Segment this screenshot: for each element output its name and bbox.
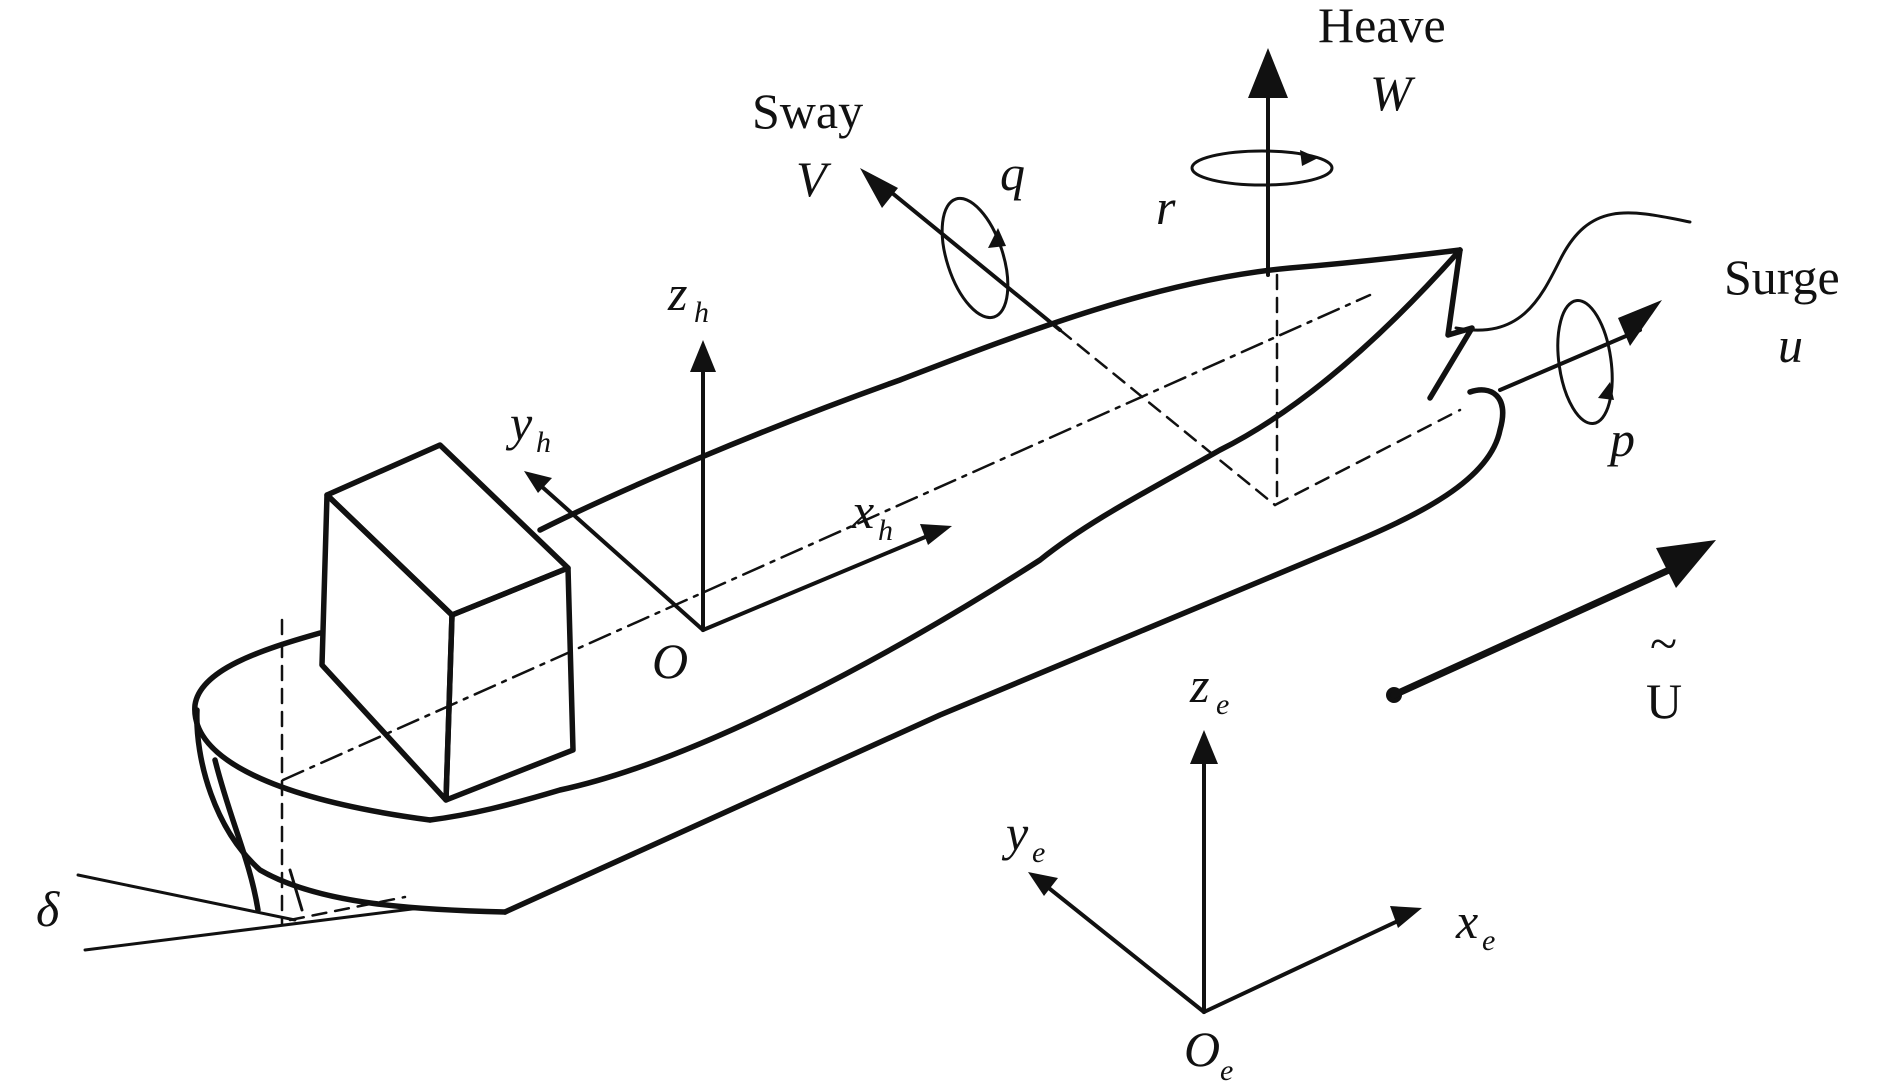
xe-label: x [1455,893,1478,949]
stern-lower [194,707,508,915]
bow-bulb [1337,387,1506,551]
centreline-group [281,273,1462,782]
roll-rotation-ring [1556,298,1614,426]
bow-stem [1427,247,1475,401]
ye-axis-line [1043,883,1206,1014]
yaw-rotation-ring [1190,149,1334,187]
rudder-base-dashed [288,895,407,922]
hull-centreline [281,293,1372,782]
velocity-accent: ~ [1650,615,1677,671]
velocity-line [1390,561,1684,699]
sway-arrow-head [860,168,898,208]
deck-edge-starboard [427,247,1463,823]
ze-label: z [1189,657,1209,713]
heave-variable: W [1370,65,1416,121]
surge-label: Surge [1724,249,1840,305]
xe-arrow-head [1390,906,1422,928]
xh-subscript: h [878,514,893,547]
yh-arrow-head [524,471,552,493]
bow-bottom-dashed [1273,408,1462,507]
surge-axis-line [1498,328,1642,392]
box-front [443,565,576,803]
surge-axis-group [1498,298,1662,426]
ze-subscript: e [1216,688,1229,721]
yaw-label: r [1156,179,1176,235]
heave-axis-group [1190,48,1334,277]
hull-origin-label: O [652,633,688,689]
rudder-angle-line-lower [83,906,422,952]
sway-variable: V [796,151,832,207]
stern-curve [192,630,433,823]
ye-label: y [1001,805,1029,861]
ye-subscript: e [1032,836,1045,869]
pitch-rotation-ring [940,196,1010,320]
superstructure [319,442,576,803]
ze-arrow-head [1190,730,1218,764]
surge-arrow-head [1618,300,1662,346]
velocity-label: U [1646,673,1682,729]
roll-label: p [1607,411,1635,467]
heave-arrow-head [1248,48,1288,98]
xe-subscript: e [1482,924,1495,957]
roll-rotation-arrow [1598,382,1614,400]
sway-label: Sway [752,83,863,139]
xh-arrow-head [920,524,952,545]
zh-label: z [667,265,687,321]
yh-label: y [505,395,533,451]
sway-axis-group [860,168,1062,332]
velocity-arrow-head [1656,540,1716,588]
box-side [319,492,455,803]
surge-variable: u [1778,317,1803,373]
yh-subscript: h [536,426,551,459]
body-frame [524,340,952,632]
pitch-label: q [1000,145,1025,201]
keel-line [502,545,1343,915]
bow-diagonal-dashed [1058,328,1277,507]
yaw-rotation-arrow [1300,150,1318,166]
xh-label: x [851,483,874,539]
sway-axis-line [884,186,1062,332]
heave-label: Heave [1318,0,1446,53]
deck-edge-port [537,247,1463,533]
earth-origin-subscript: e [1220,1054,1233,1087]
rudder-blade [288,868,304,912]
yh-axis-line [538,483,705,632]
earth-frame [1028,730,1422,1014]
zh-subscript: h [694,296,709,329]
pitch-rotation-arrow [988,228,1006,248]
xh-axis-line [701,533,932,632]
earth-origin-label: O [1184,1021,1220,1077]
labels: Heave W Sway V q r Surge u p δ O z h y h… [36,0,1840,1087]
rudder-angle-line-upper [76,873,297,922]
rudder-angle-label: δ [36,881,60,937]
ship-hull [76,211,1692,952]
bow-wave [1454,211,1692,332]
xe-axis-line [1202,918,1402,1014]
ye-arrow-head [1028,872,1058,896]
rudder-skeg [212,757,261,913]
velocity-vector [1386,540,1716,703]
zh-arrow-head [690,340,716,372]
